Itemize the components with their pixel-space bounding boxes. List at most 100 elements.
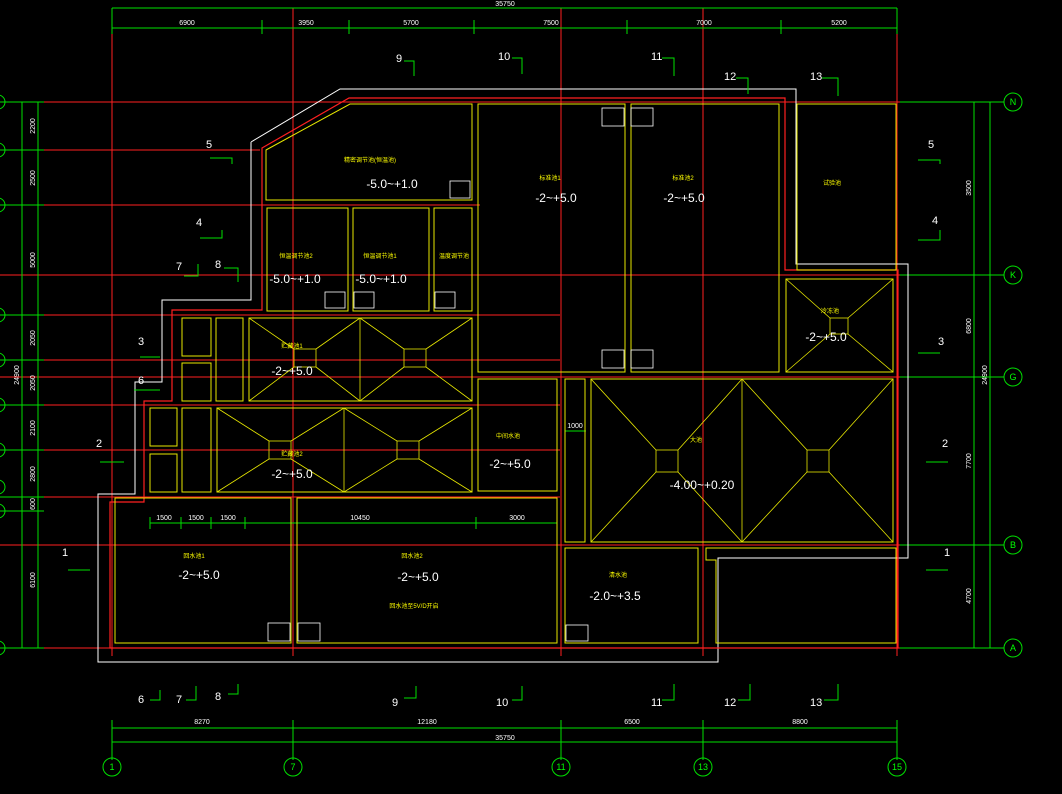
axis-bubble [1003,367,1023,387]
zone-label: 6 [138,694,144,706]
zone-label: 13 [810,71,822,83]
room-name: 恒温调节池2 [279,252,313,260]
room-name: 回水池1 [183,552,205,560]
dim-inner: 1500 [220,515,236,522]
axis-bubbles-right: N K G B A [1003,92,1023,658]
dim-top: 5200 [831,20,847,27]
dimension-text-inner: 1500 1500 1500 10450 3000 1000 [156,423,583,522]
dim-top: 7500 [543,20,559,27]
dim-total-top: 35750 [495,1,515,8]
room-name: 贮藏池2 [281,450,303,458]
elevation: -2~+5.0 [663,191,705,205]
room-name: 试验池 [823,179,841,187]
zone-labels-right: 5 4 3 2 1 [928,139,950,559]
zone-label: 3 [138,336,144,348]
axis-bubble [693,757,713,777]
zone-label: 9 [392,697,398,709]
dim-total-bottom: 35750 [495,735,515,742]
zone-label: 1 [944,547,950,559]
dim-right: 4700 [966,588,973,604]
elevations: -5.0~+1.0 -5.0~+1.0 -5.0~+1.0 -2~+5.0 -2… [178,177,847,603]
elevation: -2~+5.0 [535,191,577,205]
axis-bubble [283,757,303,777]
dim-top: 3950 [298,20,314,27]
dim-right: 3500 [966,180,973,196]
dim-bottom: 8800 [792,719,808,726]
room-name: 温度调节池 [439,252,469,260]
room-name: 回水池2 [401,552,423,560]
dim-inner: 3000 [509,515,525,522]
room-name: 精密调节池(恒温池) [344,156,396,164]
dim-right: 7700 [966,453,973,469]
zone-label: 11 [651,51,662,63]
dim-left: 2200 [30,118,37,134]
dim-total-right: 24900 [982,365,989,385]
room-name: 冷冻池 [821,307,839,315]
room-note: 回水池至5V/D开启 [389,602,438,610]
elevation: -4.00~+0.20 [670,478,735,492]
dim-left: 6100 [30,572,37,588]
zone-label: 11 [651,697,662,709]
axis-bubble-label: G [1009,372,1016,382]
axis-bubble-label: N [1010,97,1017,107]
axis-bubble-label: 11 [556,762,565,772]
axis-bubble [1003,638,1023,658]
hoppers [216,278,894,543]
zone-label: 6 [138,375,144,387]
dim-inner: 10450 [350,515,370,522]
dim-top: 7000 [696,20,712,27]
dim-bottom: 12180 [417,719,437,726]
zone-labels-top: 9 10 11 12 13 [396,51,822,83]
zone-label: 12 [724,697,736,709]
zone-label: 5 [206,139,212,151]
dim-bottom: 8270 [194,719,210,726]
axis-bubble-label: K [1010,270,1016,280]
elevation: -2~+5.0 [805,330,847,344]
building-outline [97,88,909,663]
axis-bubble-label: A [1010,643,1016,653]
axis-bubbles-left [0,94,6,656]
dimension-text-right: 3500 6800 7700 4700 24900 [966,180,989,604]
axis-bubble-label: 1 [109,762,114,772]
dim-total-left: 24900 [14,365,21,385]
elevation: -5.0~+1.0 [269,272,321,286]
dim-left: 600 [30,498,37,510]
dimension-text-top: 35750 6900 3950 5700 7500 7000 5200 [179,1,847,27]
elevation: -2~+5.0 [178,568,220,582]
dim-top: 6900 [179,20,195,27]
dim-left: 2050 [30,330,37,346]
zone-label: 12 [724,71,736,83]
dim-right: 6800 [966,318,973,334]
elevation: -2~+5.0 [397,570,439,584]
elevation: -2.0~+3.5 [589,589,641,603]
dim-inner: 1500 [188,515,204,522]
room-name: 清水池 [609,571,627,579]
dim-inner: 1500 [156,515,172,522]
zone-label: 5 [928,139,934,151]
zone-label: 8 [215,691,221,703]
dimension-text-left: 24900 2200 2500 5000 2050 2050 2100 2800… [14,118,37,588]
rooms [114,103,897,644]
dim-left: 5000 [30,252,37,268]
zone-label: 4 [196,217,202,229]
dim-left: 2500 [30,170,37,186]
zone-label: 1 [62,547,68,559]
room-name: 标准池2 [672,174,694,182]
room-name: 贮藏池1 [281,342,303,350]
dim-left: 2800 [30,466,37,482]
axis-bubble-label: 13 [698,762,708,772]
room-name: 标准池1 [539,174,561,182]
room-name: 中间水池 [496,432,520,440]
zone-label: 10 [498,51,510,63]
elevation: -5.0~+1.0 [366,177,418,191]
axis-bubble [1003,92,1023,112]
axis-bubble-label: B [1010,540,1016,550]
axis-bubble [551,757,571,777]
zone-label: 8 [215,259,221,271]
zone-label: 13 [810,697,822,709]
zone-label: 3 [938,336,944,348]
zone-label: 10 [496,697,508,709]
axis-bubble-label: 7 [290,762,295,772]
wall-outer [109,97,899,649]
